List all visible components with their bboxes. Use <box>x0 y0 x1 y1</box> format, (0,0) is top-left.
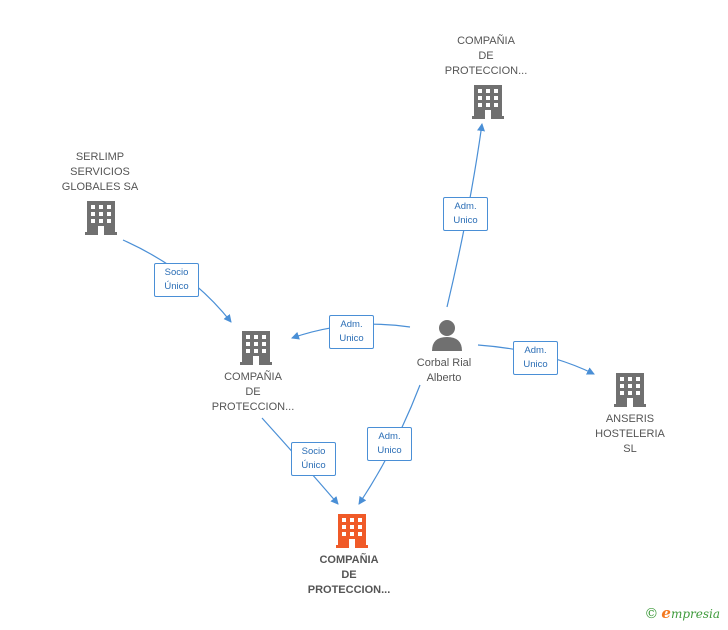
edge-label-person-focus: Adm. Unico <box>367 427 412 461</box>
node-person-label-line2: Alberto <box>426 372 462 384</box>
brand-name: mpresia <box>670 607 720 621</box>
node-anseris-label-line3: SL <box>623 443 637 455</box>
node-serlimp-label-line1: SERLIMP <box>75 151 125 163</box>
edge-label-person-middle: Adm. Unico <box>329 315 374 349</box>
edge-label-line1: Adm. <box>378 431 401 442</box>
building-icon[interactable] <box>85 201 117 235</box>
node-serlimp-label-line3: GLOBALES SA <box>61 181 139 193</box>
building-icon[interactable] <box>240 331 272 365</box>
edge-label-line2: Unico <box>453 215 478 226</box>
edge-label-line1: Adm. <box>454 201 477 212</box>
node-focus-label-line2: DE <box>341 569 357 581</box>
copyright-symbol: © <box>644 606 659 622</box>
edge-label-line2: Unico <box>523 359 548 370</box>
building-icon[interactable] <box>472 85 504 119</box>
node-person-label[interactable]: Corbal Rial Alberto <box>417 356 471 386</box>
edge-label-line2: Unico <box>377 445 402 456</box>
node-anseris-label[interactable]: ANSERIS HOSTELERIA SL <box>595 412 665 457</box>
empresia-credit[interactable]: ©empresia <box>644 604 720 622</box>
node-focus-label-line1: COMPAÑIA <box>319 554 379 566</box>
edge-label-serlimp-middle: Socio Único <box>154 263 199 297</box>
building-focus-icon[interactable] <box>336 514 368 548</box>
edge-label-line1: Socio <box>164 267 189 278</box>
node-person-label-line1: Corbal Rial <box>416 357 472 369</box>
edge-label-middle-focus: Socio Único <box>291 442 336 476</box>
node-serlimp-label[interactable]: SERLIMP SERVICIOS GLOBALES SA <box>62 150 138 195</box>
person-icon[interactable] <box>431 319 463 351</box>
edge-label-person-anseris: Adm. Unico <box>513 341 558 375</box>
node-top-label[interactable]: COMPAÑIA DE PROTECCION... <box>445 34 528 79</box>
node-anseris-label-line1: ANSERIS <box>605 413 655 425</box>
edge-label-line1: Socio <box>301 446 326 457</box>
edge-label-line2: Único <box>164 281 189 292</box>
edge-label-line2: Unico <box>339 333 364 344</box>
node-anseris-label-line2: HOSTELERIA <box>595 428 665 440</box>
building-icon[interactable] <box>614 373 646 407</box>
node-focus-label[interactable]: COMPAÑIA DE PROTECCION... <box>308 553 391 598</box>
node-middle-label[interactable]: COMPAÑIA DE PROTECCION... <box>212 370 295 415</box>
node-top-label-line1: COMPAÑIA <box>457 35 515 47</box>
edge-label-person-top: Adm. Unico <box>443 197 488 231</box>
edge-label-line1: Adm. <box>524 345 547 356</box>
edge-label-line1: Adm. <box>340 319 363 330</box>
node-top-label-line3: PROTECCION... <box>444 65 528 77</box>
brand-initial: e <box>661 604 671 622</box>
node-middle-label-line3: PROTECCION... <box>211 401 295 413</box>
edge-label-line2: Único <box>301 460 326 471</box>
node-middle-label-line1: COMPAÑIA <box>224 371 282 383</box>
node-focus-label-line3: PROTECCION... <box>307 584 391 596</box>
node-top-label-line2: DE <box>478 50 494 62</box>
node-serlimp-label-line2: SERVICIOS <box>70 166 130 178</box>
node-middle-label-line2: DE <box>245 386 261 398</box>
